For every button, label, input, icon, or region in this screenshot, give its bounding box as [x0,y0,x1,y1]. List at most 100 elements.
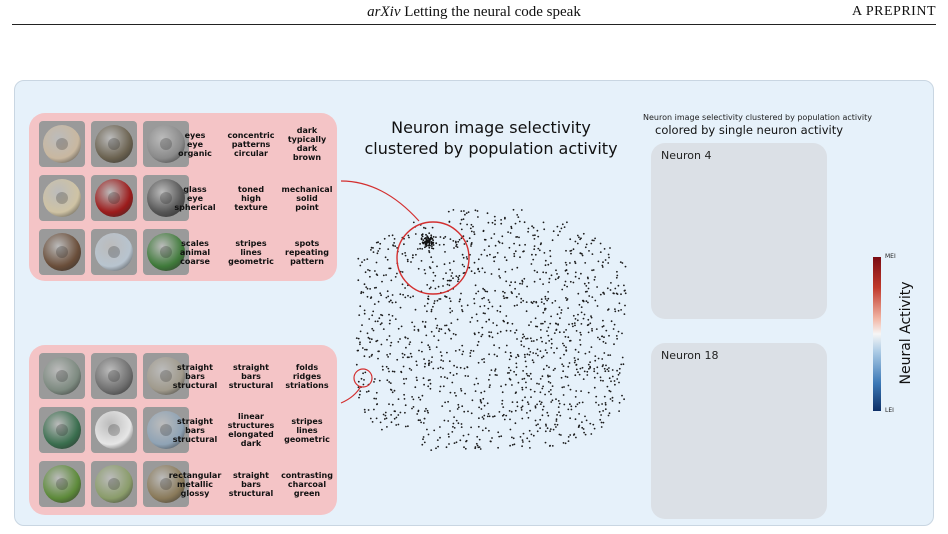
scatter-point [588,351,591,353]
scatter-point [495,324,498,327]
scatter-point [621,356,624,359]
scatter-point [547,380,550,383]
scatter-point [606,287,609,290]
scatter-point [618,381,620,384]
scatter-point [611,369,614,371]
scatter-point [608,367,610,369]
scatter-point [479,399,482,401]
scatter-point [443,419,446,422]
scatter-point [377,357,379,360]
cluster_bottom-label-1-line: straight [233,362,269,372]
scatter-point [563,226,566,229]
scatter-point [499,276,501,279]
scatter-point [487,307,490,310]
scatter-point [458,274,461,277]
cluster_bottom-label-6-line: glossy [180,488,210,498]
scatter-point [610,380,612,383]
scatter-point [597,404,600,406]
scatter-point [425,233,427,236]
scatter-point [362,291,365,294]
scatter-point [426,310,428,313]
scatter-point [619,261,622,263]
scatter-point [475,442,478,445]
scatter-point [562,394,565,396]
scatter-point [602,379,604,382]
scatter-point [457,422,460,425]
scatter-point [378,317,381,320]
scatter-point [564,335,567,338]
scatter-point [521,378,524,380]
scatter-point [584,262,587,264]
scatter-point [487,221,490,224]
scatter-point [518,293,520,295]
scatter-point [389,353,391,355]
train-image [39,407,85,453]
scatter-point [457,240,460,243]
scatter-point [574,396,577,398]
scatter-point [616,274,619,277]
scatter-point [528,324,530,327]
scatter-point [550,342,553,345]
scatter-point [363,408,366,411]
scatter-point [529,388,532,391]
scatter-point [391,315,394,317]
scatter-point [494,219,496,222]
connector-line-top [340,180,420,222]
cluster_bottom-label-3-line: straight [177,416,213,426]
scatter-point [448,443,450,445]
scatter-point [611,396,614,399]
scatter-point [603,367,606,370]
scatter-point [489,253,491,256]
scatter-point [403,243,405,246]
scatter-point [442,285,444,287]
scatter-point [410,261,412,263]
scatter-point [424,227,427,230]
scatter-point [449,391,452,394]
scatter-point [433,429,436,432]
scatter-point [367,269,369,271]
scatter-point [461,353,464,356]
scatter-point [477,425,480,428]
scatter-point [491,336,494,339]
scatter-point [375,417,378,420]
scatter-point [546,351,548,354]
scatter-point [396,272,398,275]
scatter-point [412,295,414,298]
scatter-point [362,383,365,386]
scatter-point [413,329,416,331]
scatter-point [401,352,404,355]
cluster_bottom-label-2-line: folds [295,362,319,372]
scatter-point [409,352,412,355]
scatter-point [578,424,581,427]
scatter-point [481,333,484,336]
scatter-point [548,340,551,342]
scatter-point [493,353,496,356]
scatter-point [430,234,433,237]
scatter-point [501,403,503,405]
scatter-point [505,329,508,332]
scatter-point [541,387,544,390]
scatter-point [621,394,623,397]
scatter-point [491,221,494,224]
scatter-point [595,395,598,398]
scatter-point [517,355,520,358]
scatter-point [381,365,384,368]
scatter-point [580,306,583,308]
scatter-point [587,363,590,366]
scatter-point [513,443,516,446]
scatter-point [574,374,577,377]
scatter-point [533,248,536,251]
scatter-point [453,416,455,418]
scatter-point [414,233,417,235]
scatter-point [405,346,407,349]
scatter-point [470,349,472,352]
scatter-point [549,322,552,325]
scatter-point [535,352,537,355]
scatter-point [527,347,530,350]
scatter-point [361,324,363,326]
scatter-point [578,303,581,306]
scatter-point [599,251,602,254]
scatter-point [385,365,388,368]
